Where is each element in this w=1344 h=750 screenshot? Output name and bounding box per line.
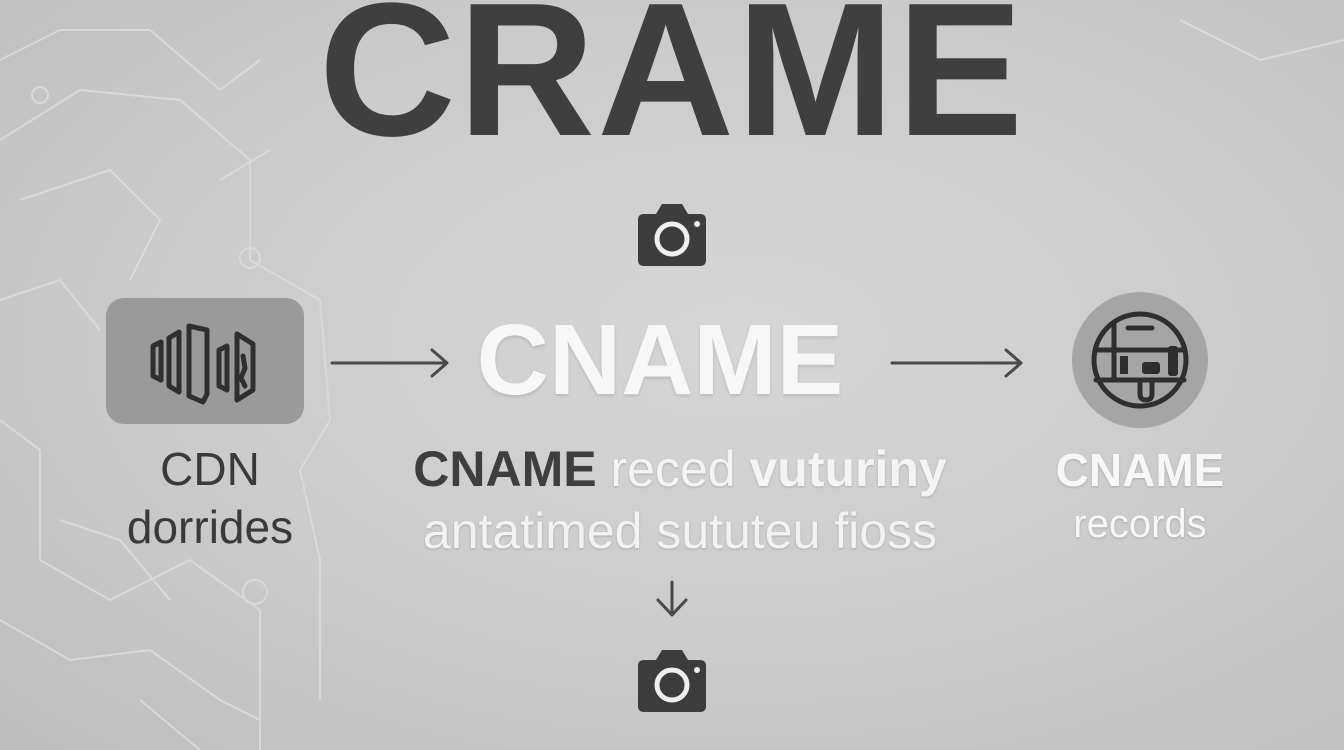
records-label: CNAME records — [1030, 442, 1250, 550]
records-label-light: records — [1073, 502, 1207, 546]
camera-icon — [638, 650, 706, 712]
arrow-right-2 — [890, 348, 1023, 378]
records-node-circle — [1072, 292, 1208, 428]
center-description: CNAME reced vuturiny antatimed sututeu f… — [340, 438, 1020, 562]
cdn-node-box — [106, 298, 304, 424]
center-title: CNAME — [476, 304, 844, 416]
camera-icon — [638, 204, 706, 266]
center-line2: antatimed sututeu fioss — [422, 503, 938, 559]
main-title: CRAME — [318, 0, 1026, 176]
cdn-servers-icon — [150, 323, 256, 405]
records-icon — [1091, 311, 1189, 409]
cdn-label-line1: CDN — [160, 443, 260, 495]
records-label-bold: CNAME — [1055, 444, 1225, 496]
cdn-label-line2: dorrides — [126, 501, 294, 553]
arrow-right-1 — [330, 348, 449, 378]
center-line1-light: reced — [610, 441, 736, 497]
center-line1-bold: CNAME — [413, 441, 597, 497]
arrow-down — [656, 580, 688, 617]
center-line1: CNAME reced vuturiny — [340, 438, 1020, 500]
cdn-label: CDN dorrides — [100, 440, 320, 556]
center-line1-bold2: vuturiny — [749, 441, 947, 497]
